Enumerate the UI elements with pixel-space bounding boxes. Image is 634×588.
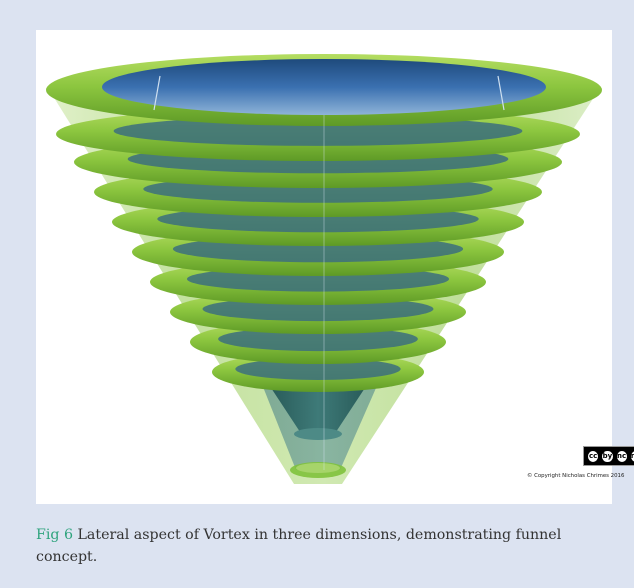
cc-icon: cc bbox=[587, 449, 600, 463]
caption-text: Lateral aspect of Vortex in three dimens… bbox=[36, 527, 562, 565]
figure-label: Fig 6 bbox=[36, 527, 73, 543]
cc-license-badge: cc by nc nd bbox=[583, 446, 634, 466]
funnel-ring-inner bbox=[235, 358, 401, 380]
funnel-ring-inner bbox=[218, 326, 418, 352]
vortex-funnel-image: cc by nc nd © Copyright Nicholas Chrimes… bbox=[36, 30, 634, 504]
copyright-notice: © Copyright Nicholas Chrimes 2016 bbox=[527, 473, 625, 479]
license-block: cc by nc nd © Copyright Nicholas Chrimes… bbox=[527, 446, 634, 486]
noncommercial-icon: nc bbox=[615, 449, 628, 463]
attribution-icon: by bbox=[601, 449, 614, 463]
funnel-illustration bbox=[46, 54, 602, 484]
figure-caption: Fig 6 Lateral aspect of Vortex in three … bbox=[36, 524, 626, 568]
noderivatives-icon: nd bbox=[629, 449, 634, 463]
